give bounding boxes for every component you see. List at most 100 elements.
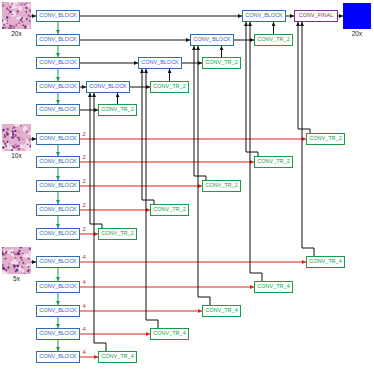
block-label: CONV_TR_2 [101,231,133,237]
tissue-nucleus [2,251,3,253]
connector [58,22,59,34]
tissue-nucleus [4,27,6,29]
scale-factor-label: 4 [82,326,87,333]
connector [286,16,294,17]
tissue-nucleus [2,129,4,131]
connector [58,145,59,156]
tissue-nucleus [16,147,17,148]
tissue-nucleus [18,145,20,147]
conv-transpose-block: CONV_TR_4 [98,351,137,363]
block-label: CONV_TR_2 [205,60,237,66]
scale-factor-label: 2 [82,202,87,209]
tissue-nucleus [28,249,29,250]
scale-factor-label: 4 [82,349,87,356]
tissue-nucleus [5,252,8,255]
tissue-nucleus [19,262,20,263]
tissue-nucleus [21,266,23,268]
scale-label: 20x [343,30,371,37]
tissue-nucleus [18,131,19,132]
tissue-stroma [3,20,8,23]
connector [117,93,118,104]
tissue-nucleus [13,252,15,254]
tissue-nucleus [25,11,27,13]
tissue-nucleus [26,20,27,21]
scale-factor-label: 2 [82,154,87,161]
scale-factor-label: 2 [82,226,87,233]
tissue-nucleus [20,247,22,248]
tissue-nucleus [8,27,11,29]
tissue-nucleus [22,139,23,140]
tissue-nucleus [15,24,17,26]
connector [58,69,59,81]
conv-block: CONV_BLOCK [36,180,80,192]
tissue-nucleus [13,126,15,128]
tissue-nucleus [15,257,17,259]
scale-label: 5x [2,275,31,282]
tissue-nucleus [15,144,16,145]
conv-block: CONV_BLOCK [36,305,80,317]
block-label: CONV_TR_4 [153,331,185,337]
tissue-stroma [18,144,25,148]
tissue-nucleus [11,14,13,16]
tissue-nucleus [27,271,29,273]
tissue-stroma [24,143,31,147]
tissue-nucleus [26,3,28,5]
tissue-nucleus [3,24,5,26]
tissue-ground [2,247,31,274]
scale-factor-label: 2 [82,178,87,185]
output-square [343,3,371,29]
tissue-nucleus [2,20,3,22]
tissue-nucleus [20,125,21,126]
tissue-stroma [21,269,24,273]
tissue-stroma [14,124,21,127]
tissue-nucleus [6,133,9,136]
connector [80,262,306,263]
connector [80,162,254,163]
conv-block: CONV_BLOCK [138,57,182,69]
block-label: CONV_TR_2 [101,107,133,113]
tissue-nucleus [2,146,5,149]
tissue-nucleus [18,148,20,150]
conv-transpose-block: CONV_TR_2 [150,204,189,216]
block-label: CONV_BLOCK [39,37,77,43]
input-image: 10x [2,124,31,159]
conv-transpose-block: CONV_TR_2 [254,156,293,168]
conv-transpose-block: CONV_TR_2 [202,180,241,192]
tissue-stroma [3,250,12,254]
tissue-nucleus [23,273,25,274]
block-label: CONV_BLOCK [39,308,77,314]
block-label: CONV_BLOCK [141,60,179,66]
tissue-nucleus [17,252,20,255]
tissue-nucleus [5,258,6,259]
tissue-stroma [16,17,24,20]
tissue-nucleus [5,269,7,271]
tissue-nucleus [18,22,20,24]
block-label: CONV_BLOCK [39,159,77,165]
tissue-nucleus [2,267,4,269]
conv-block: CONV_BLOCK [36,133,80,145]
tissue-nucleus [12,145,14,147]
connector [80,287,254,288]
tissue-nucleus [27,143,29,145]
tissue-nucleus [12,131,14,133]
tissue-nucleus [22,24,24,26]
conv-transpose-block: CONV_TR_2 [254,34,293,46]
connector [80,234,98,235]
tissue-nucleus [2,27,4,29]
tissue-stroma [11,249,14,252]
conv-block: CONV_BLOCK [36,10,80,22]
tissue-nucleus [6,141,8,143]
block-label: CONV_TR_4 [205,308,237,314]
tissue-image [2,247,31,274]
tissue-nucleus [27,269,29,271]
tissue-nucleus [24,27,26,29]
tissue-nucleus [11,28,12,29]
connector [182,63,202,64]
tissue-nucleus [17,10,19,12]
block-label: CONV_BLOCK [39,231,77,237]
conv-transpose-block: CONV_TR_4 [202,305,241,317]
tissue-stroma [2,271,7,274]
tissue-nucleus [4,142,7,145]
tissue-nucleus [29,9,31,11]
connector [58,216,59,228]
